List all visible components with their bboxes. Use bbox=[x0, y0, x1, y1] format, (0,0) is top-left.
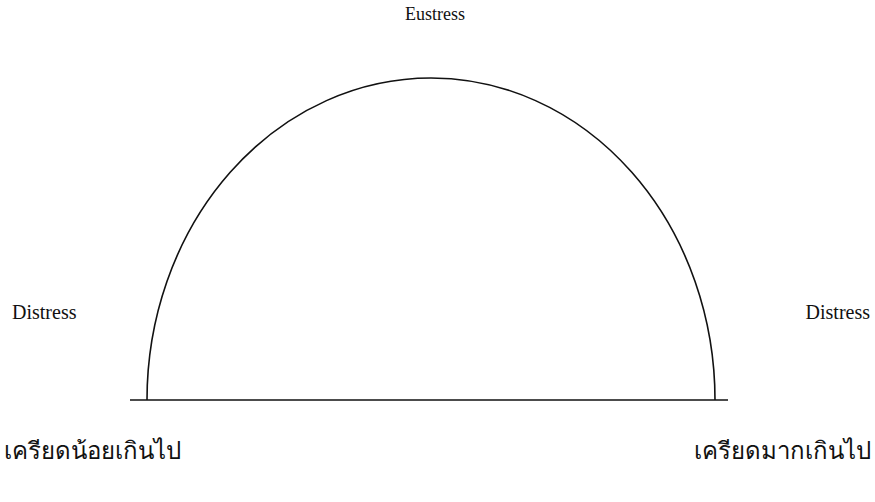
axis-label: เครียดน้อยเกินไป bbox=[4, 438, 181, 466]
curve-label: Distress bbox=[12, 301, 76, 324]
curve-label: Distress bbox=[806, 301, 870, 324]
arc-curve bbox=[147, 78, 715, 400]
axis-label: เครียดมากเกินไป bbox=[694, 438, 871, 466]
baseline bbox=[130, 399, 728, 401]
curve-label: Eustress bbox=[405, 4, 465, 25]
